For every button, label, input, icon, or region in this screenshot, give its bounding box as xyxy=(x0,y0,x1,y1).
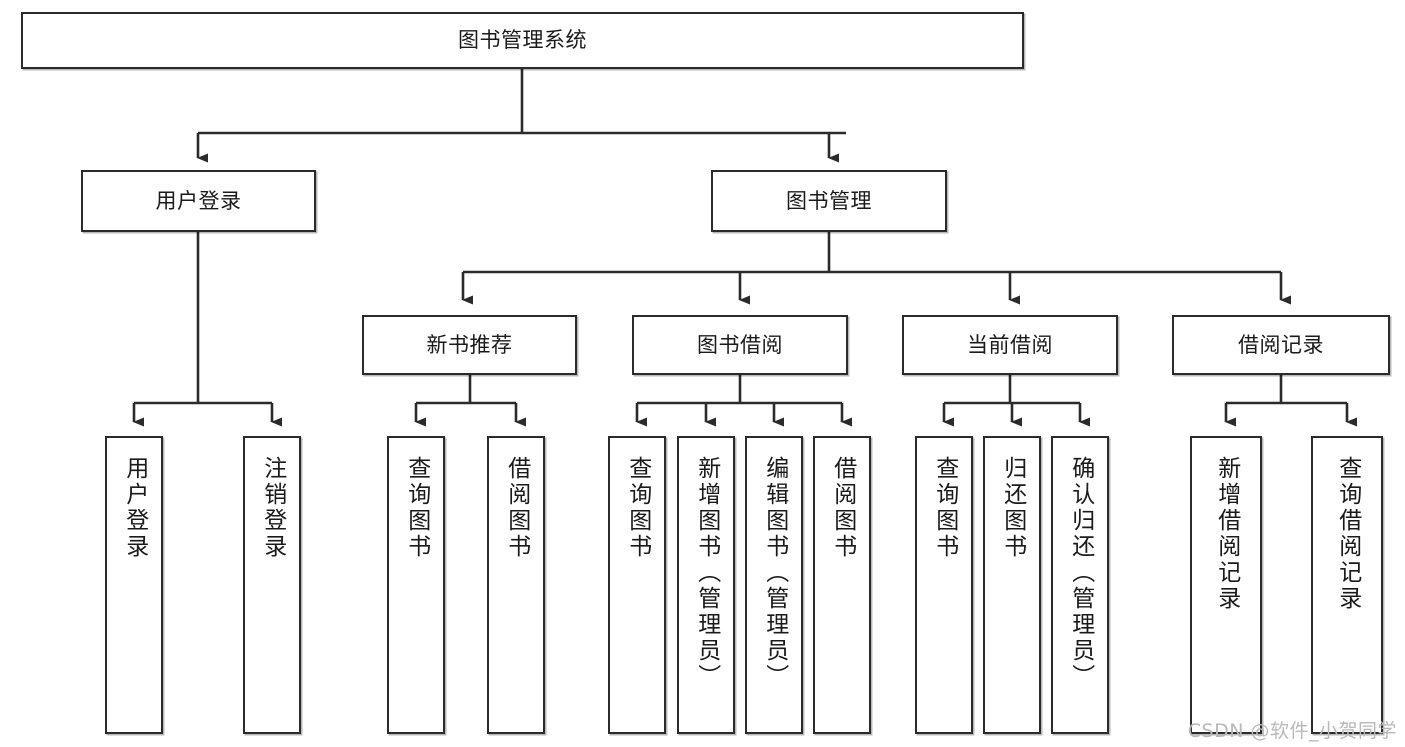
node-user-login-label: 用户登录 xyxy=(155,188,242,213)
node-leaf-label: 查询图书 xyxy=(624,456,651,560)
node-current-borrow[interactable]: 当前借阅 xyxy=(902,315,1118,375)
node-book-borrow-label: 图书借阅 xyxy=(697,332,783,357)
node-leaf-user-login[interactable]: 用户登录 xyxy=(105,436,163,734)
node-leaf-label: 查询图书 xyxy=(931,456,958,560)
node-current-borrow-label: 当前借阅 xyxy=(967,332,1053,357)
node-leaf-label: 编辑图书（管理员） xyxy=(761,456,788,690)
node-leaf-confirm-return-admin[interactable]: 确认归还（管理员） xyxy=(1051,436,1109,734)
node-leaf-query-book-newbook[interactable]: 查询图书 xyxy=(387,436,445,734)
node-leaf-add-book-admin[interactable]: 新增图书（管理员） xyxy=(677,436,735,734)
node-leaf-label: 归还图书 xyxy=(999,456,1026,560)
node-leaf-query-book-current[interactable]: 查询图书 xyxy=(915,436,973,734)
node-book-management-system[interactable]: 图书管理系统 xyxy=(21,12,1024,69)
node-new-book-recommend[interactable]: 新书推荐 xyxy=(362,315,577,375)
node-leaf-label: 新增图书（管理员） xyxy=(693,456,720,690)
node-leaf-label: 查询图书 xyxy=(403,456,430,560)
node-leaf-label: 注销登录 xyxy=(259,456,286,560)
node-leaf-query-book-borrow[interactable]: 查询图书 xyxy=(608,436,666,734)
node-leaf-label: 新增借阅记录 xyxy=(1213,456,1240,612)
node-leaf-borrow-book-newbook[interactable]: 借阅图书 xyxy=(487,436,545,734)
node-leaf-label: 用户登录 xyxy=(121,456,148,560)
node-leaf-logout[interactable]: 注销登录 xyxy=(243,436,301,734)
csdn-watermark: CSDN @软件_小贺同学 xyxy=(1187,720,1397,742)
node-borrow-record[interactable]: 借阅记录 xyxy=(1172,315,1390,375)
node-leaf-label: 借阅图书 xyxy=(829,456,856,560)
node-book-borrow[interactable]: 图书借阅 xyxy=(632,315,848,375)
node-borrow-record-label: 借阅记录 xyxy=(1238,332,1324,357)
node-user-login[interactable]: 用户登录 xyxy=(81,170,316,232)
node-leaf-edit-book-admin[interactable]: 编辑图书（管理员） xyxy=(745,436,803,734)
node-leaf-label: 确认归还（管理员） xyxy=(1067,456,1094,690)
node-leaf-label: 借阅图书 xyxy=(503,456,530,560)
node-leaf-label: 查询借阅记录 xyxy=(1334,456,1361,612)
node-root-label: 图书管理系统 xyxy=(458,28,587,53)
node-leaf-borrow-book[interactable]: 借阅图书 xyxy=(813,436,871,734)
node-leaf-return-book[interactable]: 归还图书 xyxy=(983,436,1041,734)
node-new-book-recommend-label: 新书推荐 xyxy=(426,332,513,357)
node-book-management[interactable]: 图书管理 xyxy=(711,170,947,232)
node-leaf-add-borrow-record[interactable]: 新增借阅记录 xyxy=(1190,436,1262,734)
node-leaf-query-borrow-record[interactable]: 查询借阅记录 xyxy=(1311,436,1383,734)
node-book-management-label: 图书管理 xyxy=(786,188,872,213)
